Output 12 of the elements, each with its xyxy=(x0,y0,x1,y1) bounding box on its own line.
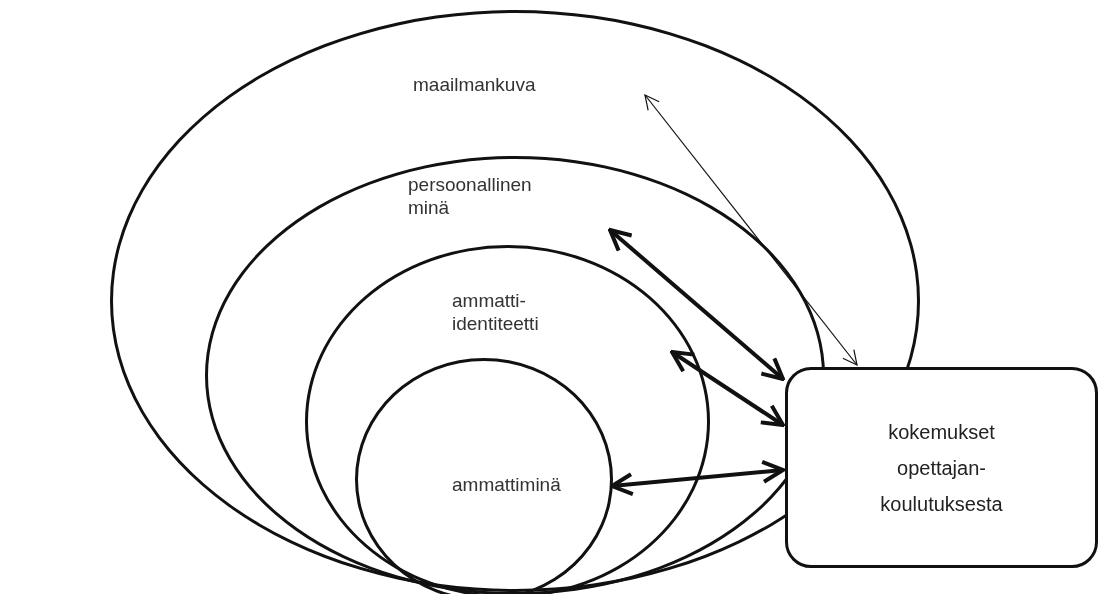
double-arrow xyxy=(608,228,785,381)
rounded-box xyxy=(785,367,1098,568)
ellipse xyxy=(355,358,613,594)
double-arrow xyxy=(610,459,785,497)
box-label: kokemukset opettajan- koulutuksesta xyxy=(879,419,1004,517)
ellipse-label: persoonallinen minä xyxy=(408,173,533,219)
ellipse-label: ammatti- identiteetti xyxy=(452,289,540,335)
ellipse-label: ammattiminä xyxy=(452,473,562,496)
double-arrow xyxy=(670,350,785,427)
double-arrow xyxy=(644,94,858,366)
ellipse xyxy=(305,245,710,594)
ellipse-label: maailmankuva xyxy=(413,73,537,96)
